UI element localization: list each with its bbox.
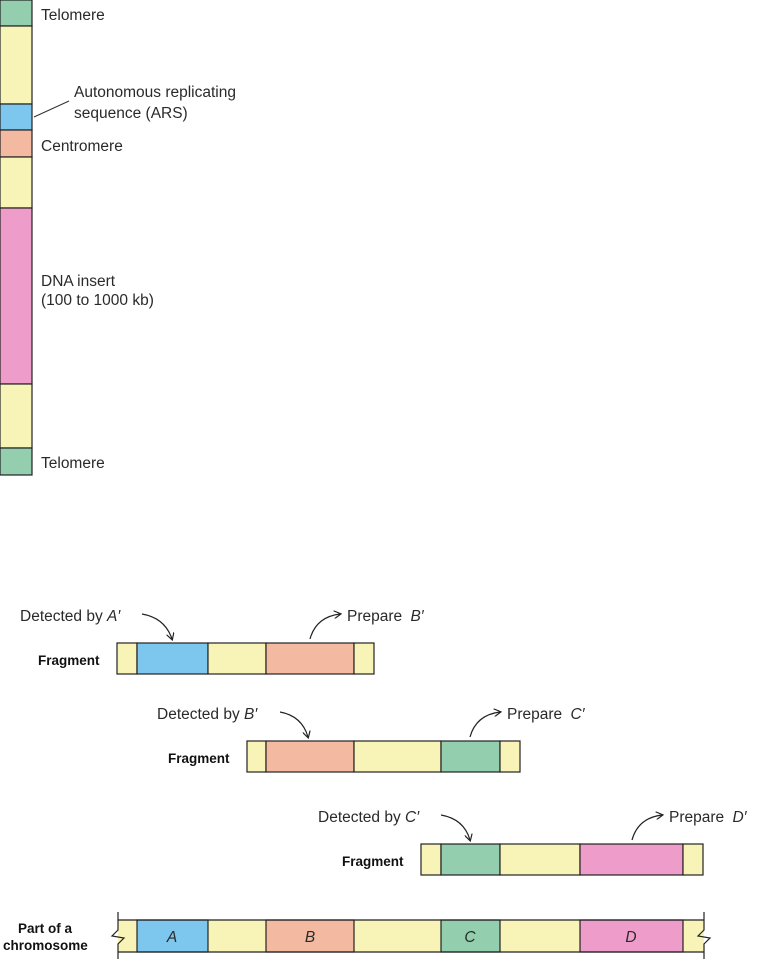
f1-detected-label: Detected by A′ [20, 608, 121, 625]
chromosome: Part of a chromosome A B C D [3, 912, 710, 959]
f2-fragment-label: Fragment [168, 751, 230, 766]
ars-leader-line [34, 101, 69, 117]
f1-seg-b [266, 643, 354, 674]
label-insert-line1: DNA insert [41, 273, 116, 290]
f3-prepare-arrow [632, 815, 662, 840]
label-ars-line1: Autonomous replicating [74, 84, 236, 101]
f2-detected-label: Detected by B′ [157, 706, 258, 723]
f1-prepare-arrow [310, 614, 340, 639]
fragment-3: Detected by C′ Prepare D′ Fragment [318, 809, 748, 875]
f2-seg-filler-right [500, 741, 520, 772]
f2-seg-filler-mid [354, 741, 441, 772]
f3-seg-filler-mid [500, 844, 580, 875]
f3-seg-filler-right [683, 844, 703, 875]
f2-seg-b [266, 741, 354, 772]
fragment-1: Detected by A′ Prepare B′ Fragment [20, 608, 425, 674]
f3-fragment-label: Fragment [342, 854, 404, 869]
yac-telomere-bottom [0, 448, 32, 475]
f3-detected-label: Detected by C′ [318, 809, 420, 826]
yac-filler-2 [0, 157, 32, 208]
f2-prepare-label: Prepare C′ [507, 706, 586, 723]
chromosome-label-c: C [464, 929, 476, 946]
f1-detected-probe: A′ [106, 608, 121, 625]
chromosome-label-line2: chromosome [3, 938, 88, 953]
fragment-2: Detected by B′ Prepare C′ Fragment [157, 706, 586, 772]
chromosome-label-b: B [305, 929, 315, 946]
yac-dna-insert [0, 208, 32, 384]
f1-seg-filler-mid [208, 643, 266, 674]
f3-detected-arrow [441, 815, 470, 840]
f1-seg-filler-right [354, 643, 374, 674]
f1-fragment-label: Fragment [38, 653, 100, 668]
yac-filler-3 [0, 384, 32, 448]
f2-detected-arrow [280, 712, 308, 737]
f1-prepare-label: Prepare B′ [347, 608, 425, 625]
f1-detected-arrow [142, 614, 172, 639]
f2-seg-c [441, 741, 500, 772]
label-telomere-bottom: Telomere [41, 455, 105, 472]
f3-prepare-probe: D′ [732, 809, 747, 826]
f3-seg-c [441, 844, 500, 875]
f1-seg-a [137, 643, 208, 674]
f3-prepare-label: Prepare D′ [669, 809, 748, 826]
yac-map: Telomere Autonomous replicating sequence… [0, 0, 236, 475]
f2-detected-probe: B′ [244, 706, 258, 723]
f3-seg-d [580, 844, 683, 875]
label-centromere: Centromere [41, 138, 123, 155]
chromosome-label-line1: Part of a [18, 921, 73, 936]
yac-ars [0, 104, 32, 130]
label-telomere-top: Telomere [41, 7, 105, 24]
label-ars-line2: sequence (ARS) [74, 105, 188, 122]
f1-seg-filler-left [117, 643, 137, 674]
yac-telomere-top [0, 0, 32, 26]
f2-seg-filler-left [247, 741, 266, 772]
label-insert-line2: (100 to 1000 kb) [41, 292, 154, 309]
chromosome-label-a: A [166, 929, 177, 946]
yac-centromere [0, 130, 32, 157]
f3-seg-filler-left [421, 844, 441, 875]
chromosome-label-d: D [625, 929, 636, 946]
f2-prepare-probe: C′ [570, 706, 585, 723]
f1-prepare-probe: B′ [410, 608, 424, 625]
f2-prepare-arrow [470, 712, 500, 737]
yac-filler-1 [0, 26, 32, 104]
f3-detected-probe: C′ [405, 809, 420, 826]
